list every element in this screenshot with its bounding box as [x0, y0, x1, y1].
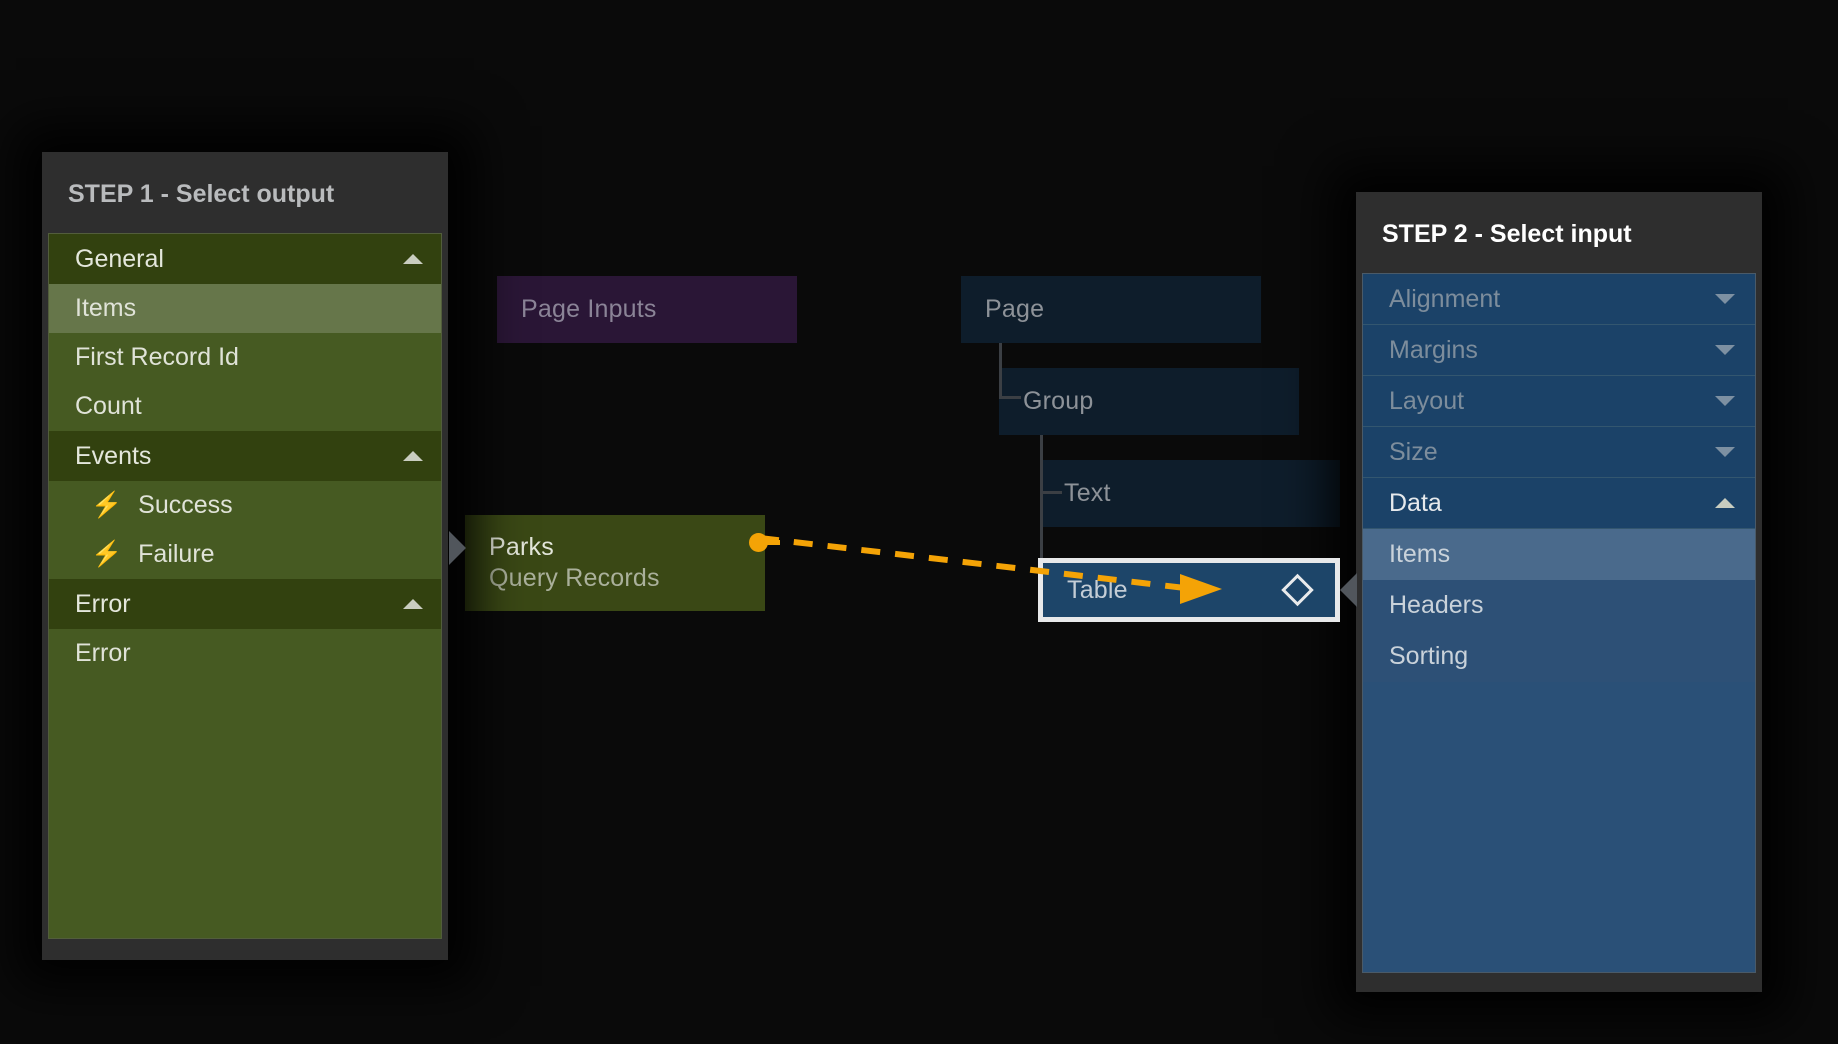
step1-item-error-label: Error: [75, 639, 131, 667]
node-page-inputs[interactable]: Page Inputs: [497, 276, 797, 343]
node-group[interactable]: Group: [999, 368, 1299, 435]
step1-section-events-label: Events: [75, 441, 152, 470]
output-dot-icon[interactable]: [749, 533, 780, 552]
step2-section-data-label: Data: [1389, 488, 1442, 517]
step1-panel[interactable]: STEP 1 - Select output General Items Fir…: [42, 152, 448, 960]
step1-section-events[interactable]: Events: [49, 431, 441, 481]
step2-section-layout[interactable]: Layout: [1363, 376, 1755, 427]
step1-section-error[interactable]: Error: [49, 579, 441, 629]
chevron-up-icon[interactable]: [403, 599, 423, 609]
step2-list[interactable]: Alignment Margins Layout Size Data Items: [1362, 273, 1756, 973]
diamond-icon: [1281, 573, 1314, 607]
step1-item-count-label: Count: [75, 392, 142, 420]
step1-list[interactable]: General Items First Record Id Count Even…: [48, 233, 442, 939]
step2-section-size-label: Size: [1389, 437, 1438, 466]
step2-panel[interactable]: STEP 2 - Select input Alignment Margins …: [1356, 192, 1762, 992]
step1-section-error-label: Error: [75, 589, 131, 618]
step2-item-items[interactable]: Items: [1363, 529, 1755, 580]
tree-line-page-group-h: [999, 396, 1021, 399]
output-edge-triangle-icon: [449, 531, 466, 565]
step2-item-items-label: Items: [1389, 540, 1451, 568]
chevron-up-icon[interactable]: [403, 254, 423, 264]
tree-line-group-children: [1040, 435, 1043, 596]
step1-item-items-label: Items: [75, 294, 137, 322]
step1-item-success[interactable]: ⚡ Success: [49, 481, 441, 530]
chevron-down-icon[interactable]: [1715, 447, 1735, 457]
chevron-up-icon[interactable]: [1715, 498, 1735, 508]
step1-title: STEP 1 - Select output: [68, 180, 335, 208]
tree-line-page-group: [999, 343, 1002, 399]
step2-section-size[interactable]: Size: [1363, 427, 1755, 478]
step2-section-layout-label: Layout: [1389, 386, 1465, 415]
step1-section-general-label: General: [75, 244, 164, 273]
lightning-bolt-icon: ⚡: [91, 491, 123, 519]
node-page-inputs-label: Page Inputs: [521, 295, 657, 323]
step2-section-alignment[interactable]: Alignment: [1363, 274, 1755, 325]
step1-item-first-record-id-label: First Record Id: [75, 343, 239, 371]
node-group-label: Group: [1023, 387, 1094, 415]
node-parks-title: Parks: [489, 533, 554, 562]
step2-item-sorting-label: Sorting: [1389, 642, 1469, 670]
tree-line-group-text-h: [1040, 491, 1062, 494]
step2-section-margins-label: Margins: [1389, 335, 1478, 364]
node-table-label: Table: [1067, 575, 1128, 604]
step1-item-success-label: Success: [138, 491, 233, 519]
step1-item-first-record-id[interactable]: First Record Id: [49, 333, 441, 382]
step1-item-error[interactable]: Error: [49, 629, 441, 678]
step1-item-count[interactable]: Count: [49, 382, 441, 431]
node-page-label: Page: [985, 295, 1045, 323]
step2-item-headers[interactable]: Headers: [1363, 580, 1755, 631]
node-text[interactable]: Text: [1040, 460, 1340, 527]
node-parks[interactable]: Parks Query Records: [465, 515, 780, 611]
chevron-up-icon[interactable]: [403, 451, 423, 461]
step2-section-margins[interactable]: Margins: [1363, 325, 1755, 376]
step1-item-failure[interactable]: ⚡ Failure: [49, 530, 441, 579]
chevron-down-icon[interactable]: [1715, 294, 1735, 304]
lightning-bolt-icon: ⚡: [91, 540, 123, 568]
chevron-down-icon[interactable]: [1715, 345, 1735, 355]
chevron-down-icon[interactable]: [1715, 396, 1735, 406]
step1-item-failure-label: Failure: [138, 540, 215, 568]
node-table[interactable]: Table: [1038, 558, 1340, 622]
node-parks-subtitle: Query Records: [489, 564, 660, 592]
step2-item-headers-label: Headers: [1389, 591, 1484, 619]
step2-title: STEP 2 - Select input: [1382, 220, 1632, 248]
step1-item-items[interactable]: Items: [49, 284, 441, 333]
node-text-label: Text: [1064, 479, 1111, 507]
node-page[interactable]: Page: [961, 276, 1261, 343]
input-edge-triangle-icon: [1340, 573, 1357, 607]
step2-item-sorting[interactable]: Sorting: [1363, 631, 1755, 682]
step2-section-alignment-label: Alignment: [1389, 284, 1501, 313]
step1-section-general[interactable]: General: [49, 234, 441, 284]
step2-section-data[interactable]: Data: [1363, 478, 1755, 529]
